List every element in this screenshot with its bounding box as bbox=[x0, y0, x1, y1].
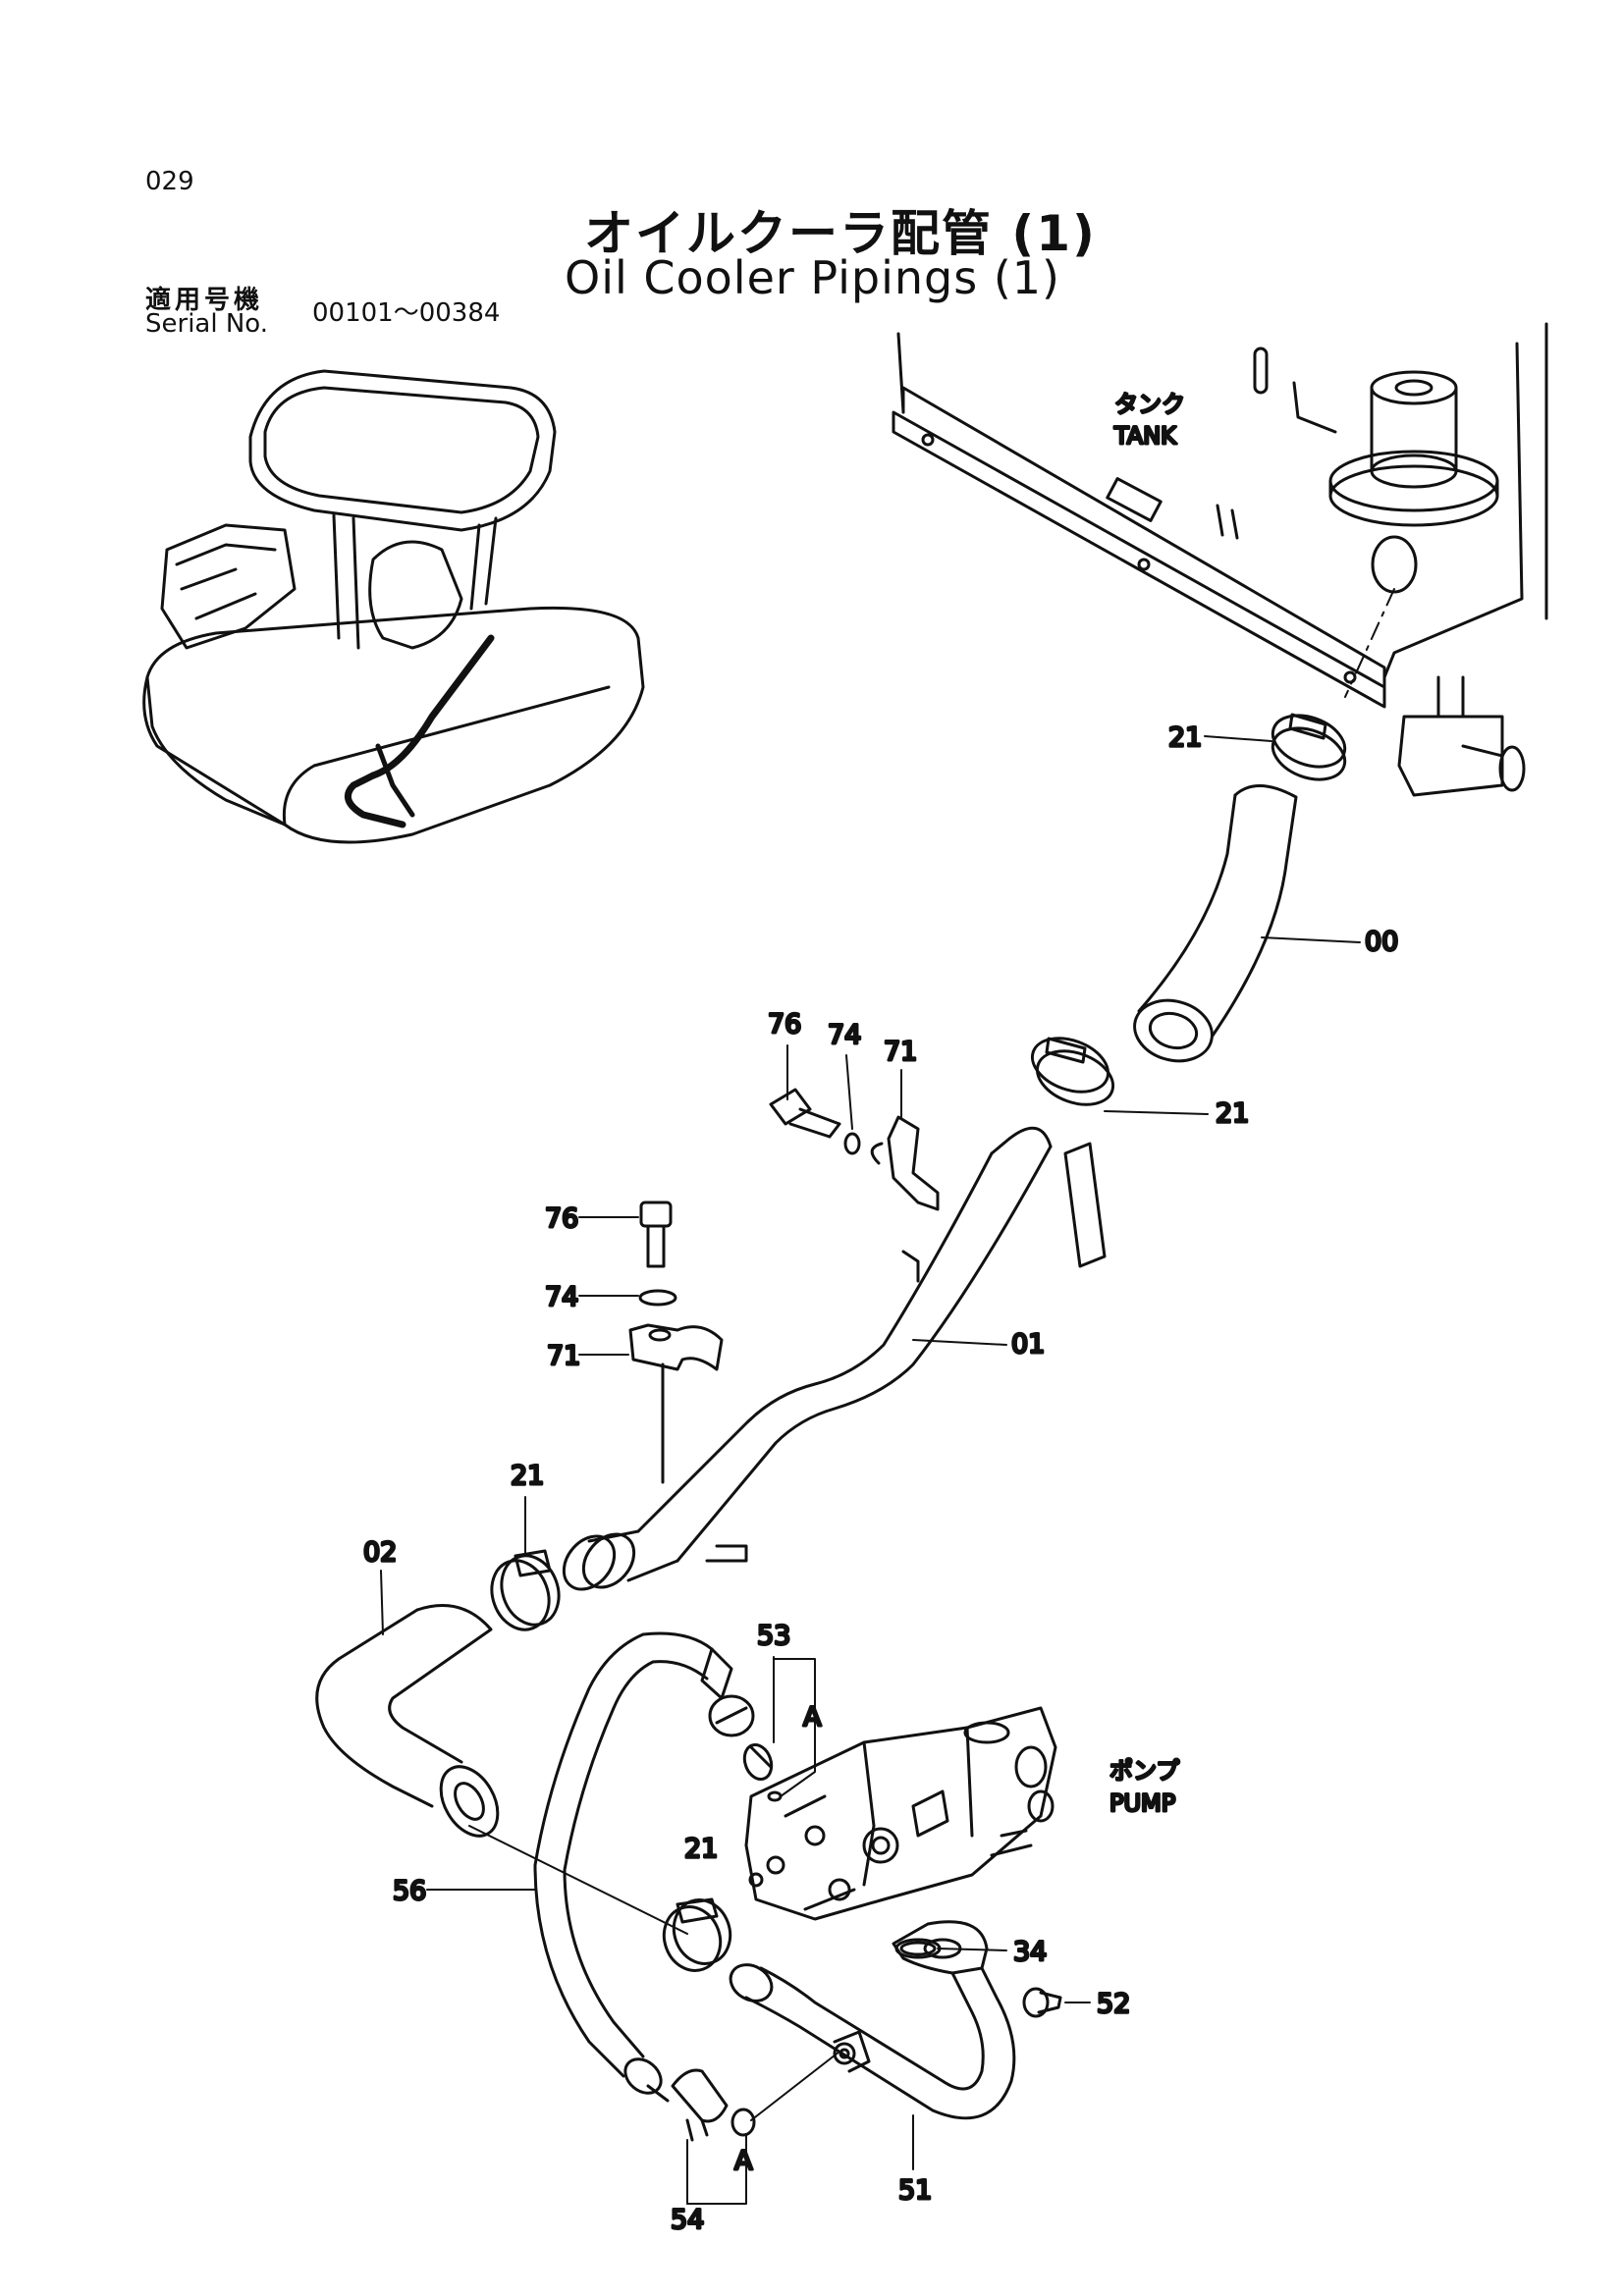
machine-overview-illustration bbox=[142, 369, 645, 844]
hose-56 bbox=[533, 1631, 755, 2103]
hydraulic-tank-illustration bbox=[892, 322, 1548, 797]
tank-caption-jp: タンク bbox=[1114, 391, 1185, 418]
callout-52: 52 bbox=[1097, 1989, 1130, 2019]
callout-01: 01 bbox=[1011, 1329, 1045, 1360]
pump-caption-en: PUMP bbox=[1109, 1789, 1175, 1817]
bolt-52 bbox=[1022, 1987, 1062, 2018]
callout-21: 21 bbox=[1216, 1098, 1249, 1129]
callout-21: 21 bbox=[684, 1834, 718, 1864]
pipe-51 bbox=[729, 1920, 1016, 2120]
callout-71: 71 bbox=[884, 1037, 917, 1067]
callout-71: 71 bbox=[547, 1341, 580, 1371]
callout-a: A bbox=[734, 2146, 753, 2176]
callout-74: 74 bbox=[828, 1020, 861, 1050]
elbow-54 bbox=[671, 2068, 756, 2142]
washer-74-upper bbox=[843, 1132, 861, 1155]
hose-clamp-low bbox=[490, 1549, 561, 1631]
serial-label-english: Serial No. bbox=[145, 309, 268, 339]
callout-34: 34 bbox=[1013, 1937, 1047, 1967]
bolt-76-upper bbox=[769, 1088, 841, 1139]
pipe-01 bbox=[562, 1126, 1107, 1591]
bracket-71-upper bbox=[870, 1115, 940, 1211]
callout-74: 74 bbox=[545, 1282, 578, 1312]
pump-caption-jp: ポンプ bbox=[1109, 1757, 1179, 1785]
callout-51: 51 bbox=[898, 2175, 932, 2206]
serial-range: 00101～00384 bbox=[312, 298, 501, 328]
hose-clamp-bottom bbox=[662, 1897, 732, 1972]
leader-lines bbox=[380, 735, 1361, 2205]
callout-53: 53 bbox=[757, 1621, 790, 1651]
callout-21: 21 bbox=[1168, 722, 1202, 753]
pump-illustration bbox=[744, 1706, 1057, 1921]
callout-21: 21 bbox=[511, 1461, 544, 1491]
callout-00: 00 bbox=[1365, 927, 1398, 957]
washer-74-lower bbox=[638, 1289, 677, 1307]
title-english: Oil Cooler Pipings (1) bbox=[565, 251, 1060, 304]
tank-caption-en: TANK bbox=[1113, 422, 1177, 450]
callout-02: 02 bbox=[363, 1537, 397, 1568]
callout-54: 54 bbox=[671, 2205, 704, 2235]
title-japanese: オイルクーラ配管 (1) bbox=[584, 205, 1097, 262]
hose-clamp-mid bbox=[1030, 1037, 1115, 1106]
serial-label-japanese: 適用号機 bbox=[145, 286, 264, 315]
hose-00 bbox=[1133, 784, 1298, 1063]
callout-a: A bbox=[803, 1702, 822, 1733]
callout-76: 76 bbox=[545, 1203, 578, 1234]
callout-76: 76 bbox=[768, 1009, 801, 1040]
hose-02 bbox=[315, 1604, 500, 1838]
page-number: 029 bbox=[145, 167, 194, 196]
hose-clamp-top bbox=[1271, 713, 1347, 781]
bolt-76-lower bbox=[639, 1201, 673, 1268]
callout-56: 56 bbox=[393, 1876, 426, 1906]
bracket-71-lower bbox=[628, 1323, 724, 1484]
